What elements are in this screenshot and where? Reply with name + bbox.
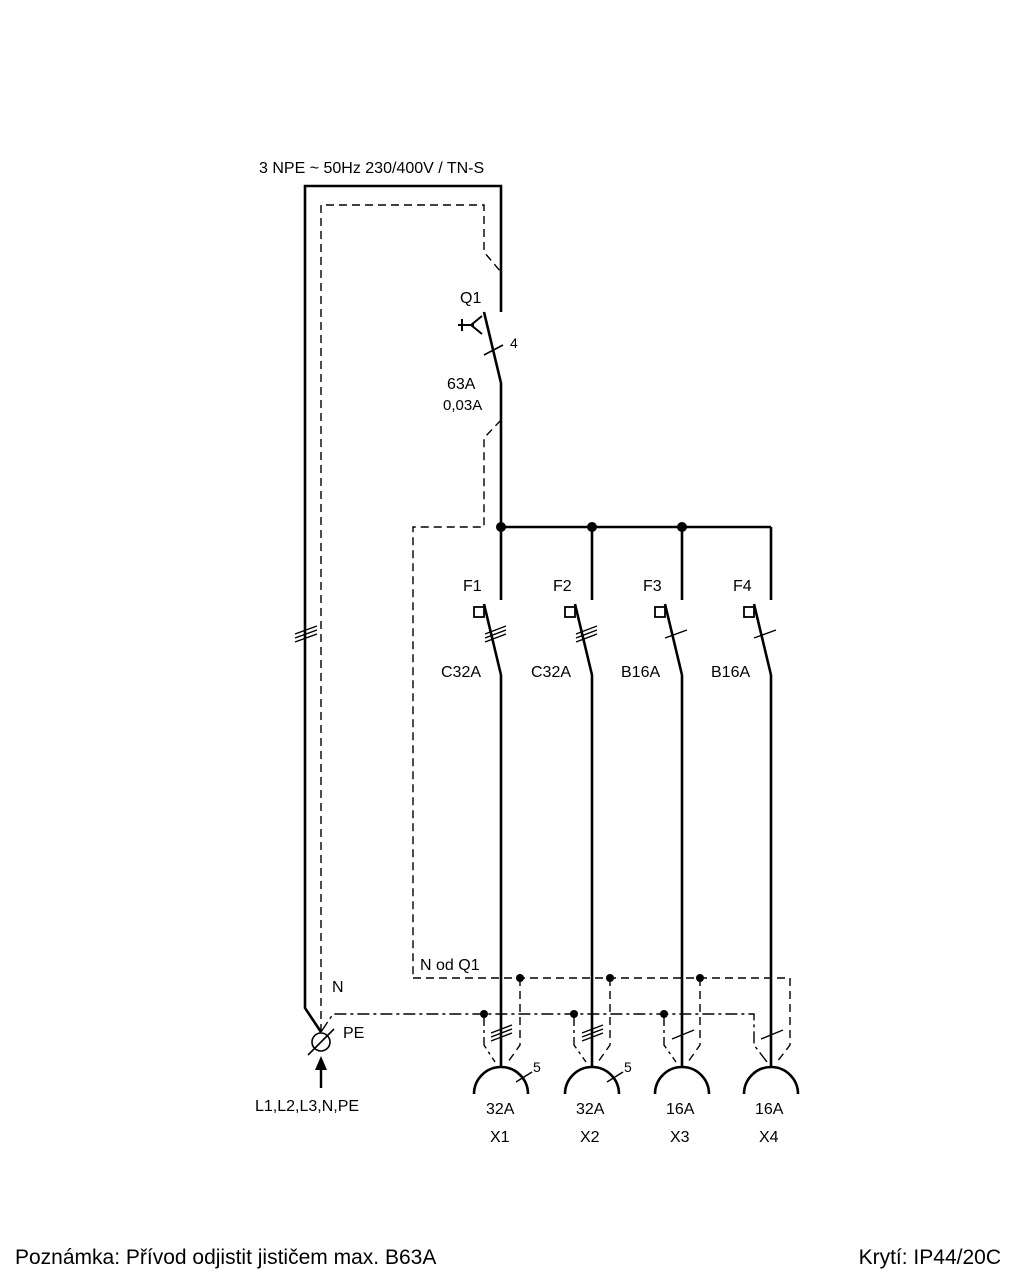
f1-label: F1 [463,578,482,595]
pe-nodes [480,1010,668,1018]
neutral-bus-label: N od Q1 [420,957,480,974]
x4-rating-label: 16A [755,1101,784,1118]
socket-x2 [563,1024,624,1095]
x1-socket-icon [472,1065,530,1095]
f2-thermal-trip-icon [564,606,576,618]
q1-residual-label: 0,03A [443,397,482,414]
input-arrow-icon [315,1056,327,1070]
f4-rating-label: B16A [711,664,750,681]
busbar [496,522,771,532]
phase-feeder-line [303,184,503,1033]
x3-socket-icon [653,1065,711,1095]
breaker-f1 [473,527,507,1068]
x2-rating-label: 32A [576,1101,605,1118]
supply-label: 3 NPE ~ 50Hz 230/400V / TN-S [259,160,484,177]
x1-poles-label: 5 [533,1059,541,1075]
f1-rating-label: C32A [441,664,481,681]
socket-x4 [742,1029,800,1095]
neutral-feeder-line [320,204,502,1032]
input-connector [307,1028,335,1088]
socket-x3 [653,1029,711,1095]
f2-label: F2 [553,578,572,595]
feeder-triple-hatch [294,625,318,643]
pe-bus [320,1013,768,1063]
x1-label: X1 [490,1129,510,1146]
x1-rating-label: 32A [486,1101,515,1118]
f3-label: F3 [643,578,662,595]
q1-neutral-path [412,419,502,978]
footer-protection: Krytí: IP44/20C [858,1246,1001,1269]
f4-label: F4 [733,578,752,595]
input-terminal-icon [311,1032,331,1052]
f3-rating-label: B16A [621,664,660,681]
input-label: L1,L2,L3,N,PE [255,1098,359,1115]
neutral-label: N [332,979,344,996]
q1-label: Q1 [460,290,481,307]
f1-thermal-trip-icon [473,606,485,618]
f4-thermal-trip-icon [743,606,755,618]
x2-socket-icon [563,1065,621,1095]
footer-note: Poznámka: Přívod odjistit jističem max. … [15,1246,437,1269]
x3-rating-label: 16A [666,1101,695,1118]
neutral-bus [413,977,791,1063]
f2-rating-label: C32A [531,664,571,681]
q1-poles-label: 4 [510,335,518,351]
supply-feeder [294,184,503,1033]
neutral-nodes [516,974,704,982]
socket-x1 [472,1024,533,1095]
q1-rating-label: 63A [447,376,476,393]
x2-poles-label: 5 [624,1059,632,1075]
x2-label: X2 [580,1129,600,1146]
breaker-f3 [654,527,688,1068]
main-switch-q1 [412,272,504,978]
breaker-f2 [564,527,598,1068]
pe-label: PE [343,1025,364,1042]
breaker-f4 [743,527,777,1068]
q1-contact [482,311,503,384]
x4-label: X4 [759,1129,779,1146]
x3-label: X3 [670,1129,690,1146]
x4-socket-icon [742,1065,800,1095]
f3-thermal-trip-icon [654,606,666,618]
